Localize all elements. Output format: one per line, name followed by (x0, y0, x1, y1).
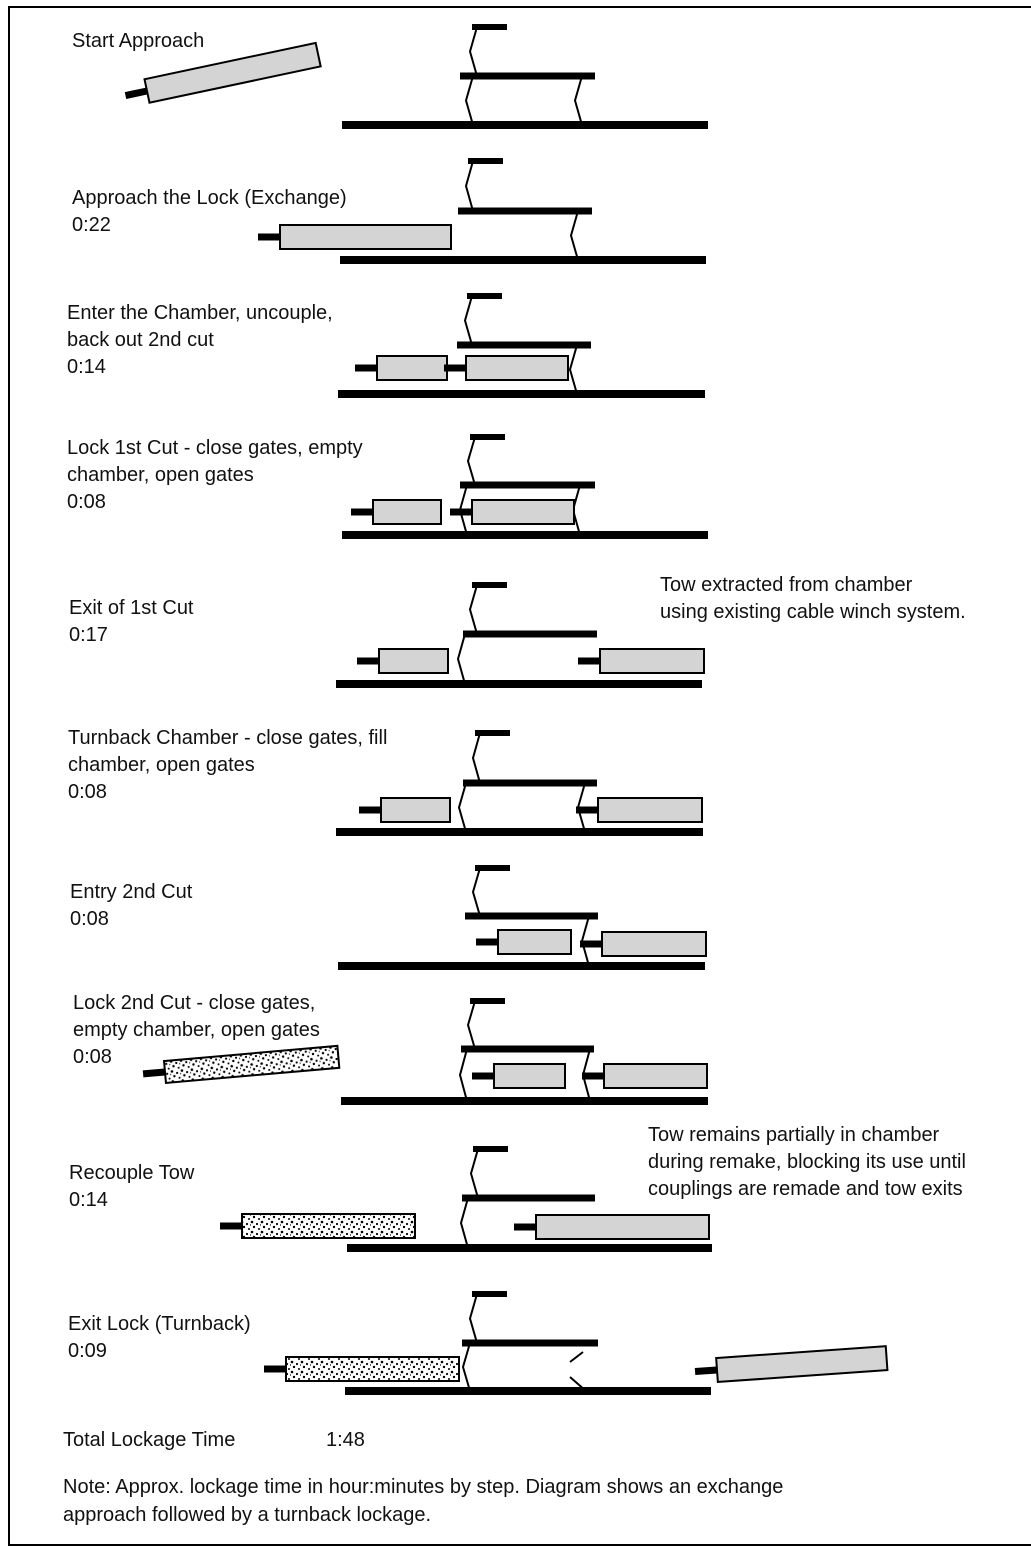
step-time: 0:22 (72, 214, 111, 236)
barge-cut (715, 1345, 889, 1384)
barge-cut (471, 499, 575, 525)
gate-link (464, 160, 474, 212)
second-cut (476, 929, 572, 955)
next-tow (264, 1356, 460, 1382)
step-label-exit-lock: Exit Lock (Turnback)0:09 (68, 1313, 251, 1362)
lock-gate (569, 210, 579, 261)
next-tow (142, 1044, 341, 1085)
tow-at-approach (258, 224, 452, 250)
open-gate-leaf (569, 1351, 584, 1363)
lock-gate (461, 1342, 471, 1392)
lock-gate (457, 782, 467, 833)
step-time: 0:14 (69, 1189, 108, 1211)
barge-cut (380, 797, 451, 823)
barge-cut (601, 931, 707, 957)
barge-cut (376, 355, 448, 381)
lock-gate (568, 344, 578, 395)
second-cut (351, 499, 442, 525)
second-cut (357, 648, 449, 674)
gate-link (466, 1000, 476, 1050)
footnote: Note: Approx. lockage time in hour:minut… (63, 1476, 784, 1526)
total-label: Total Lockage Time (63, 1429, 236, 1451)
barge-cut (603, 1063, 708, 1089)
barge-cut (241, 1213, 416, 1239)
gate-link (463, 295, 473, 346)
approaching-tow (124, 41, 322, 104)
lock-gate (464, 75, 474, 126)
towboat (142, 1068, 166, 1078)
recoupled-tow (514, 1214, 710, 1240)
step-time: 0:14 (67, 356, 106, 378)
barge-cut (372, 499, 442, 525)
step-time: 0:08 (68, 781, 107, 803)
step-label-turnback-chamber: Turnback Chamber - close gates, fill cha… (68, 727, 388, 803)
barge-cut (162, 1044, 341, 1085)
step-time: 0:08 (67, 491, 106, 513)
barge-cut (279, 224, 452, 250)
step-label-lock-second-cut: Lock 2nd Cut - close gates, empty chambe… (73, 992, 320, 1068)
first-cut (580, 931, 707, 957)
barge-cut (143, 41, 322, 104)
second-cut (472, 1063, 566, 1089)
gate-link (468, 1293, 478, 1344)
total-value: 1:48 (326, 1429, 365, 1451)
note-recouple: Tow remains partially in chamber during … (648, 1124, 966, 1200)
first-cut (444, 355, 569, 381)
lock-scenes (124, 24, 889, 1395)
barge-cut (497, 929, 572, 955)
lock-gate (459, 1197, 469, 1249)
first-cut (450, 499, 575, 525)
step-time: 0:17 (69, 624, 108, 646)
first-cut (582, 1063, 708, 1089)
gate-link (468, 26, 478, 77)
towboat (694, 1366, 718, 1376)
open-gate-leaf (569, 1376, 587, 1392)
step-label-approach-lock: Approach the Lock (Exchange)0:22 (72, 187, 347, 236)
barge-cut (597, 797, 703, 823)
waiting-tow (220, 1213, 416, 1239)
step-label-start-approach: Start Approach (72, 30, 205, 52)
lock-gate (573, 75, 583, 126)
gate-link (469, 1148, 479, 1199)
step-time: 0:08 (70, 908, 109, 930)
step-time: 0:09 (68, 1340, 107, 1362)
gate-link (471, 867, 481, 917)
step-time: 0:08 (73, 1046, 112, 1068)
barge-cut (599, 648, 705, 674)
first-cut (576, 797, 703, 823)
lock-gate (458, 1048, 468, 1102)
barge-cut (285, 1356, 460, 1382)
barge-cut (465, 355, 569, 381)
second-cut (355, 355, 448, 381)
barge-cut (535, 1214, 710, 1240)
step-label-enter-chamber: Enter the Chamber, uncouple, back out 2n… (67, 302, 333, 378)
note-exit-first-cut: Tow extracted from chamber using existin… (660, 574, 966, 623)
barge-cut (378, 648, 449, 674)
barge-cut (493, 1063, 566, 1089)
second-cut (359, 797, 451, 823)
step-label-lock-first-cut: Lock 1st Cut - close gates, empty chambe… (67, 437, 363, 513)
towboat (124, 87, 148, 99)
lock-gate (456, 633, 466, 685)
gate-link (466, 436, 476, 486)
gate-link (471, 732, 481, 784)
gate-link (468, 584, 478, 635)
departing-tow (694, 1345, 889, 1384)
first-cut (578, 648, 705, 674)
